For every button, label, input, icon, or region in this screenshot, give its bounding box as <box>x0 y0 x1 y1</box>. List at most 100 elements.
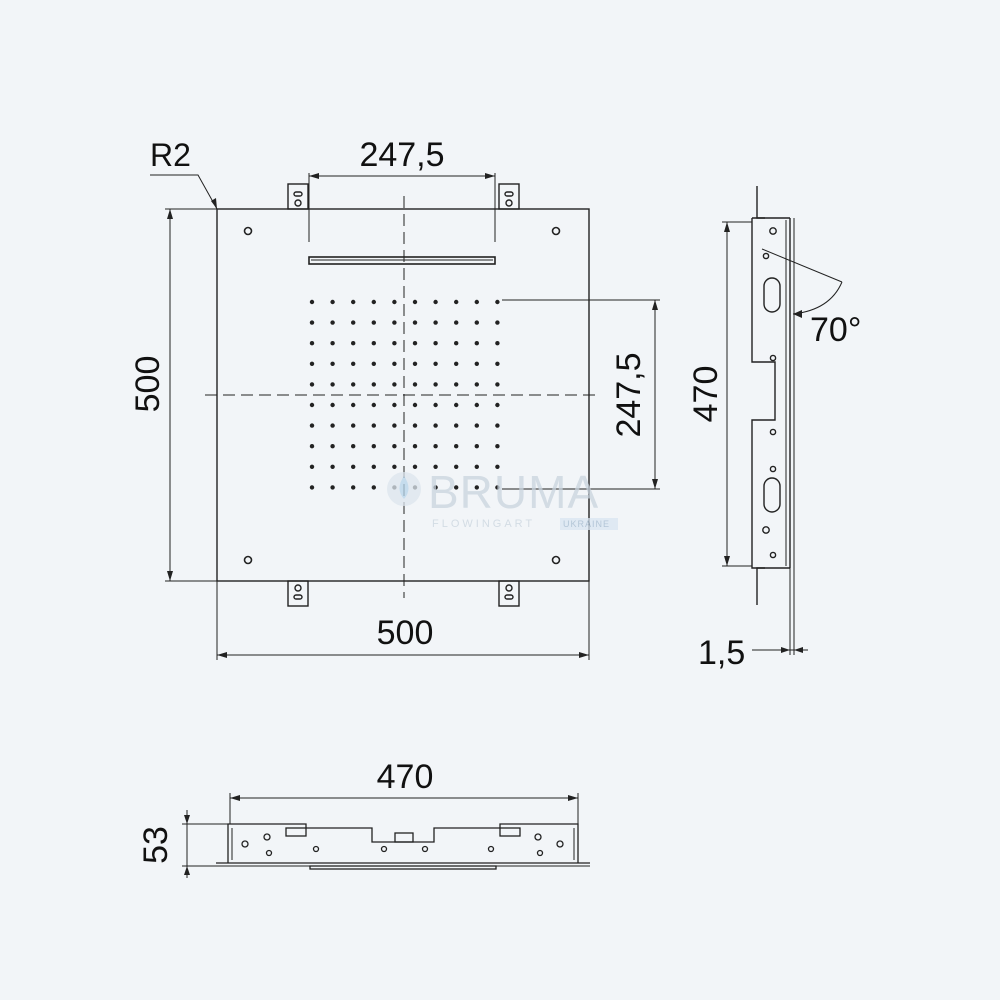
nozzle <box>330 341 335 346</box>
bottom-arrows <box>184 795 578 875</box>
angle-label: 70° <box>810 311 861 349</box>
nozzle <box>392 382 397 387</box>
nozzle <box>495 299 500 305</box>
nozzle <box>392 423 397 428</box>
nozzle <box>330 402 335 408</box>
angle-arc <box>792 281 843 315</box>
nozzle <box>371 320 376 325</box>
front-arrows <box>167 173 658 658</box>
front-dimensions <box>150 173 660 660</box>
nozzle <box>412 341 418 346</box>
nozzle <box>371 382 376 387</box>
nozzle <box>433 423 438 428</box>
nozzle <box>454 485 459 490</box>
nozzle <box>371 444 376 449</box>
nozzle <box>351 299 356 305</box>
nozzle <box>351 361 356 366</box>
nozzle <box>474 361 479 366</box>
nozzle <box>454 320 459 325</box>
bracket-bottom-left <box>287 580 309 607</box>
nozzle <box>309 485 315 490</box>
nozzle <box>433 361 438 366</box>
nozzle <box>454 423 459 428</box>
nozzle <box>454 402 459 408</box>
watermark-tagline: FLOWINGART <box>432 518 535 530</box>
nozzle <box>351 444 356 449</box>
nozzle <box>330 299 335 305</box>
nozzle <box>309 402 315 408</box>
height-label: 500 <box>129 356 167 413</box>
nozzle <box>309 361 315 366</box>
side-slot-upper <box>763 277 781 313</box>
nozzle <box>309 464 315 469</box>
nozzle <box>351 320 356 325</box>
nozzle <box>392 444 397 449</box>
nozzle <box>309 299 315 305</box>
nozzle <box>371 361 376 366</box>
nozzle <box>351 423 356 428</box>
angle-ray <box>761 248 843 283</box>
nozzle <box>309 444 315 449</box>
nozzle <box>412 423 418 428</box>
nozzle <box>412 382 418 387</box>
r2-leader <box>150 174 218 210</box>
top-offset-label: 247,5 <box>359 136 444 174</box>
nozzle <box>495 341 500 346</box>
watermark: BRUMA FLOWINGART UKRAINE <box>387 466 618 530</box>
nozzle <box>371 464 376 469</box>
side-body-outline <box>751 218 790 569</box>
nozzle <box>474 320 479 325</box>
nozzle <box>351 402 356 408</box>
nozzle <box>330 464 335 469</box>
nozzle <box>454 299 459 305</box>
nozzle <box>495 361 500 366</box>
nozzle <box>351 382 356 387</box>
nozzle <box>309 341 315 346</box>
nozzle <box>392 402 397 408</box>
nozzle <box>412 464 418 469</box>
nozzle <box>330 444 335 449</box>
nozzle <box>495 444 500 449</box>
nozzle <box>371 402 376 408</box>
nozzle <box>330 361 335 366</box>
nozzle <box>495 464 500 469</box>
nozzle <box>433 382 438 387</box>
side-slot-lower <box>763 477 781 513</box>
side-view <box>722 186 843 655</box>
nozzle <box>474 382 479 387</box>
nozzle <box>454 444 459 449</box>
nozzle <box>474 299 479 305</box>
bottom-profile-outline <box>227 823 579 863</box>
nozzle <box>454 361 459 366</box>
nozzle <box>495 320 500 325</box>
nozzle <box>371 485 376 490</box>
bracket-bottom-right <box>498 580 520 607</box>
side-height-label: 470 <box>687 366 725 423</box>
nozzle <box>412 299 418 305</box>
nozzle <box>454 464 459 469</box>
nozzle <box>474 485 479 490</box>
nozzle <box>433 402 438 408</box>
watermark-region: UKRAINE <box>563 519 610 529</box>
nozzle <box>474 402 479 408</box>
nozzle <box>454 382 459 387</box>
width-label: 500 <box>377 614 434 652</box>
thickness-label: 1,5 <box>698 634 745 672</box>
nozzle <box>433 444 438 449</box>
nozzle <box>474 341 479 346</box>
nozzle <box>433 320 438 325</box>
nozzle <box>351 464 356 469</box>
nozzle <box>309 320 315 325</box>
nozzle <box>351 341 356 346</box>
nozzle <box>433 299 438 305</box>
nozzle <box>433 341 438 346</box>
nozzle <box>309 423 315 428</box>
bracket-top-left <box>287 183 309 210</box>
bracket-top-right <box>498 183 520 210</box>
nozzle <box>412 402 418 408</box>
nozzle <box>412 320 418 325</box>
bottom-width-label: 470 <box>377 758 434 796</box>
nozzle <box>330 423 335 428</box>
nozzle <box>330 382 335 387</box>
